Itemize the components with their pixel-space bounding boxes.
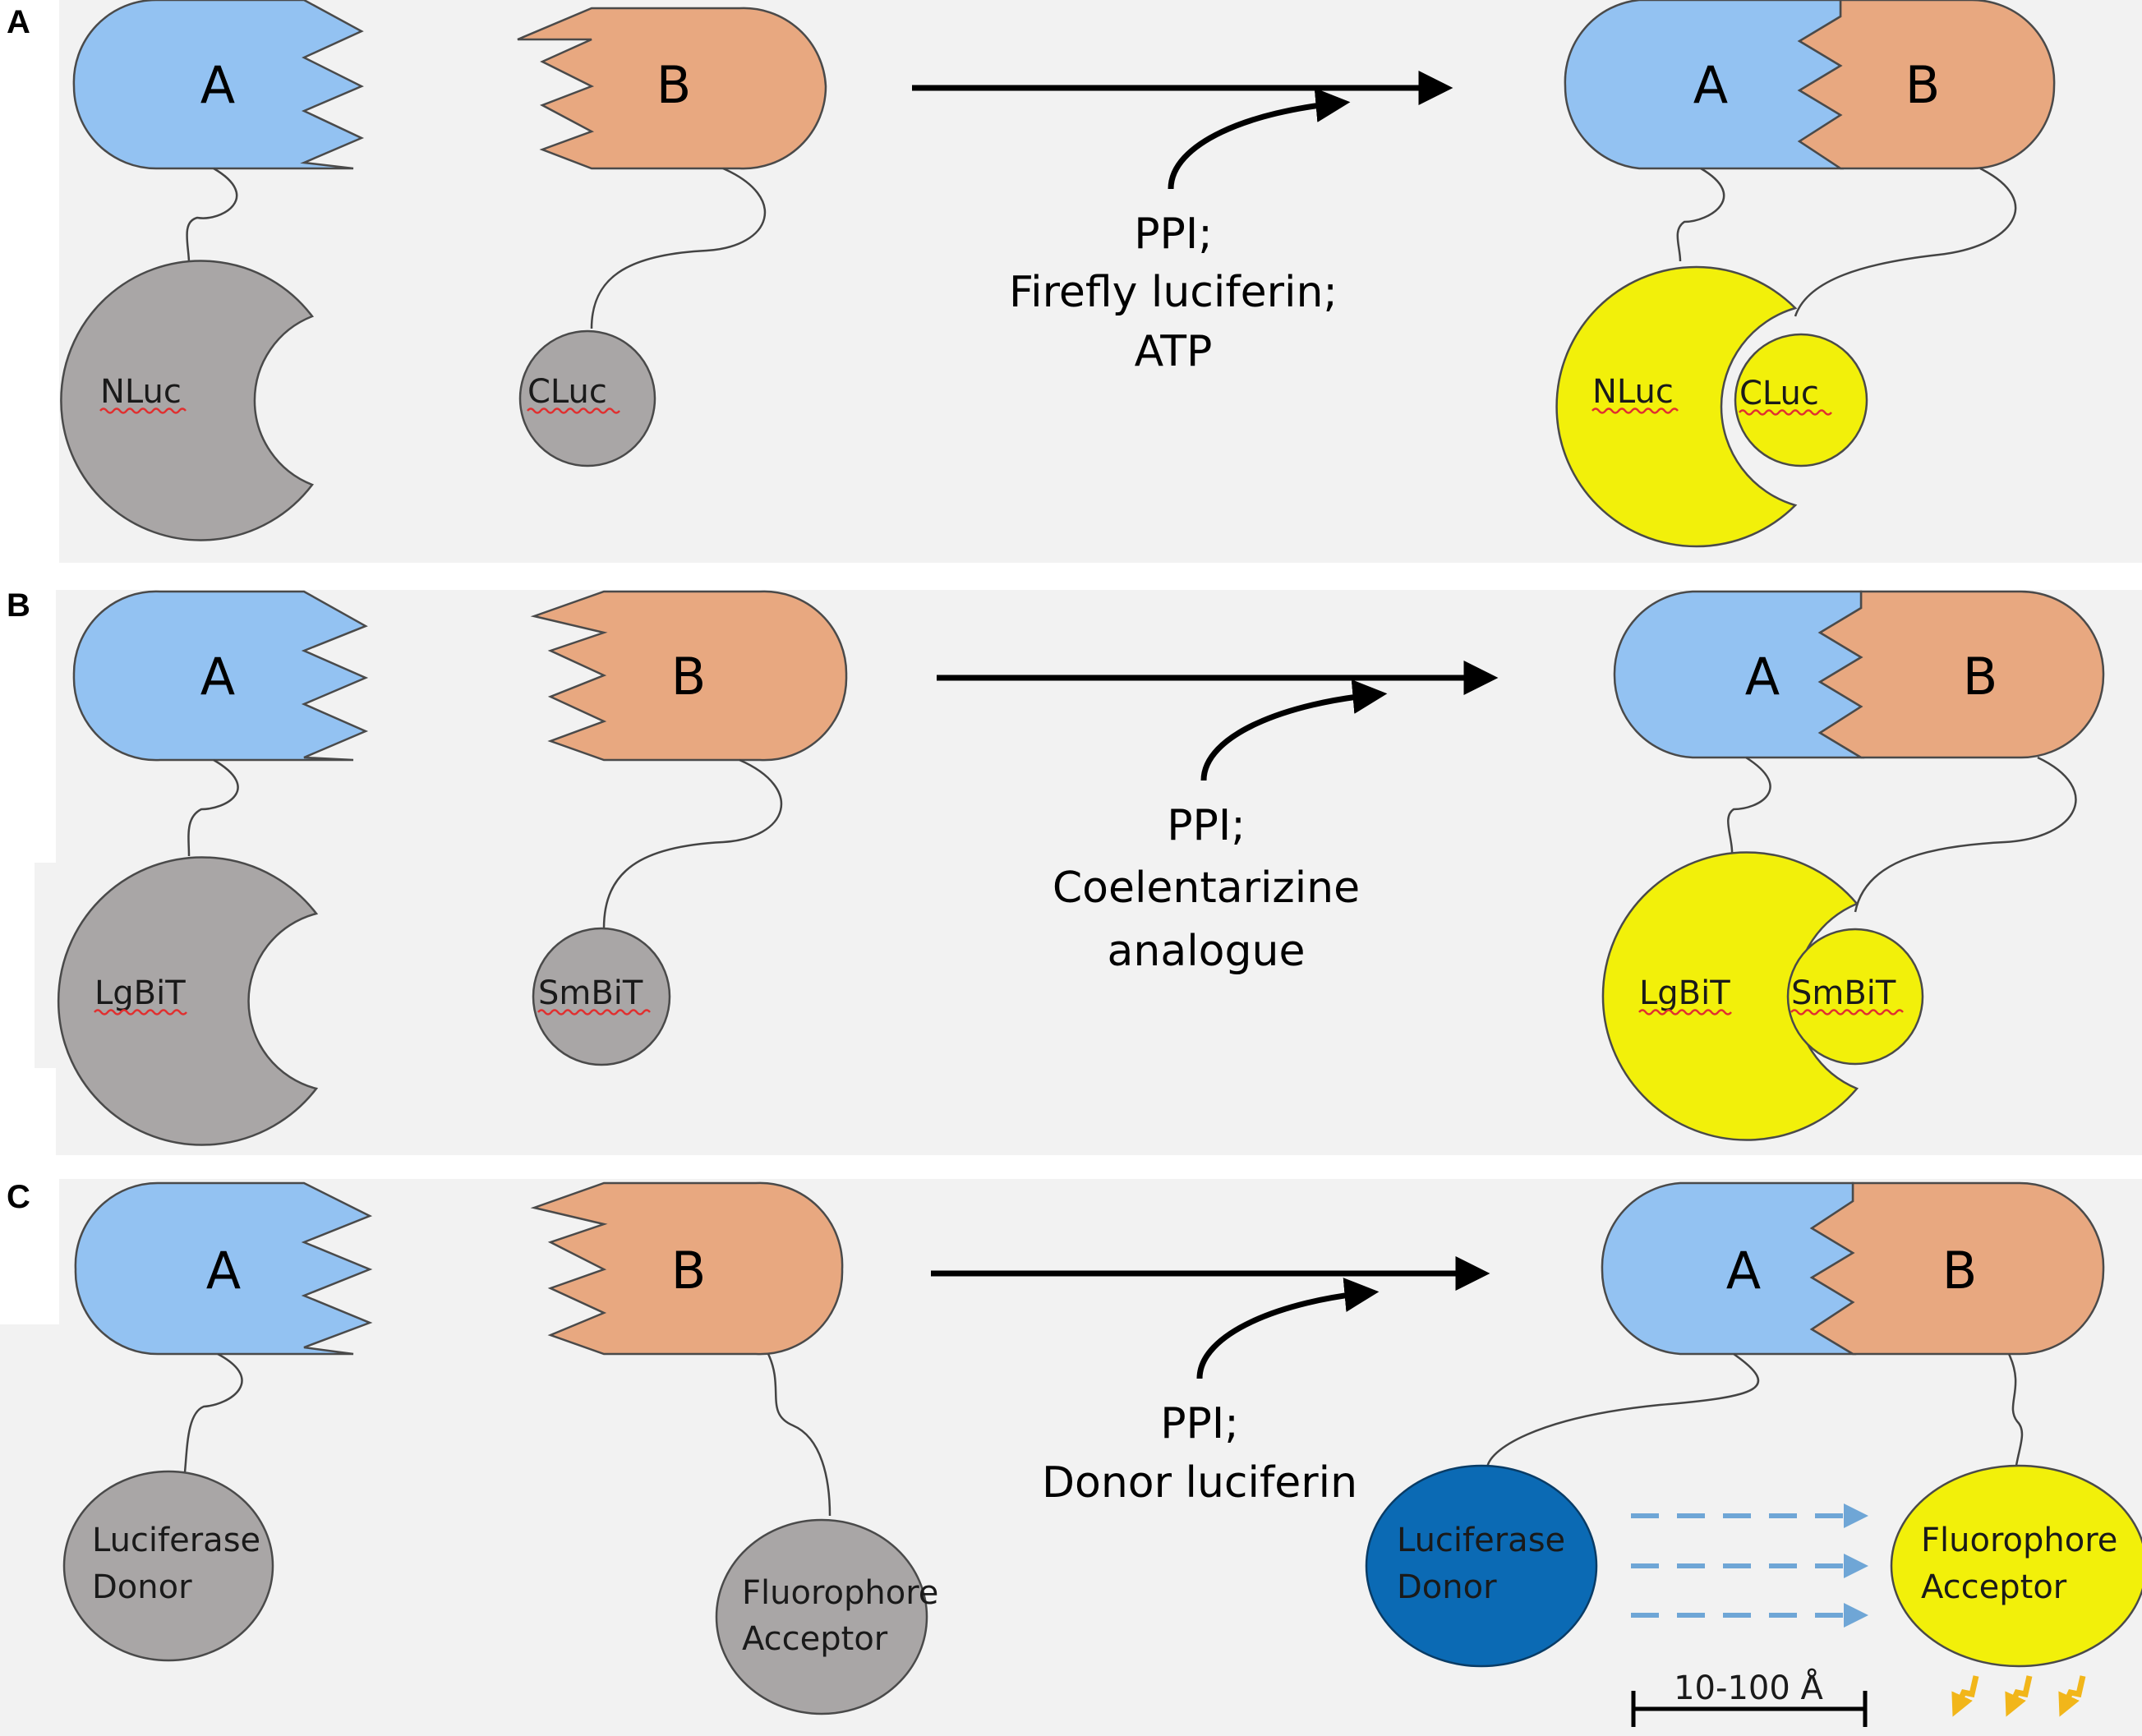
cluc-label: CLuc [527,373,607,411]
complex-lgbit-spellcheck [1638,1009,1732,1015]
condition-line-1: PPI; [1134,210,1213,259]
complex-acceptor-line-1: Fluorophore [1921,1522,2117,1559]
catalysis-arrow-b [1200,679,1388,781]
panel-b-letter: B [7,587,30,624]
emission-arrow-3 [2058,1675,2086,1717]
protein-a-shape-c [74,1181,373,1356]
complex-nluc [1555,265,1798,548]
complex-tether-b-b [1854,756,2077,913]
complex-label-b-b: B [1963,647,1998,707]
protein-b-shape-b [530,590,848,762]
complex-protein-b-c [1809,1181,2105,1356]
emission-arrow-2 [2005,1675,2033,1717]
luciferase-donor [62,1470,274,1662]
tether-b [590,167,767,329]
complex-lgbit-label: LgBiT [1639,974,1730,1012]
complex-tether-a [1676,167,1725,262]
complex-donor-line-1: Luciferase [1397,1522,1565,1559]
complex-protein-b-b [1817,590,2105,759]
tether-b-b [602,758,783,929]
panel-c: C A B Luciferase Donor Fluorophore Accep… [0,1179,2142,1736]
condition-line-2: Firefly luciferin; [1009,268,1338,317]
complex-protein-a-b [1613,590,1865,759]
complex-smbit-spellcheck [1790,1009,1904,1015]
complex-cluc [1734,333,1868,467]
protein-b-label-b: B [671,647,707,707]
fluorophore-acceptor [715,1518,928,1715]
protein-a-label: A [200,55,235,115]
protein-a-label-c: A [206,1241,241,1301]
complex-luciferase-donor [1365,1464,1598,1668]
lgbit-spellcheck [94,1009,187,1015]
complex-protein-a-c [1601,1181,1857,1356]
condition-line-2-b: Coelentarizine [1053,863,1360,913]
complex-acceptor-line-2: Acceptor [1921,1568,2067,1606]
cluc-circle [518,329,656,467]
distance-label: 10-100 Å [1674,1668,1823,1707]
complex-label-a-b: A [1745,647,1780,707]
catalysis-arrow [1168,87,1351,190]
complex-tether-a-b [1727,756,1771,859]
acceptor-label-line-1: Fluorophore [742,1574,938,1612]
nluc-spellcheck [99,408,187,414]
complex-label-b-c: B [1942,1241,1978,1301]
complex-tether-a-c [1486,1352,1760,1470]
nluc-crescent [60,260,314,541]
condition-line-1-c: PPI; [1160,1399,1239,1448]
nluc-label: NLuc [100,373,182,411]
complex-tether-b [1794,167,2017,317]
protein-b-shape-c [530,1181,844,1356]
complex-label-a: A [1693,55,1728,115]
panel-c-letter: C [7,1179,30,1215]
protein-b-label: B [656,55,692,115]
complex-smbit [1786,928,1924,1066]
smbit-circle [532,927,671,1066]
catalysis-arrow-c [1196,1278,1380,1379]
cluc-spellcheck [527,408,620,414]
condition-line-1-b: PPI; [1167,801,1246,850]
complex-cluc-label: CLuc [1739,375,1819,412]
donor-label-line-2: Donor [92,1568,192,1606]
complex-nluc-spellcheck [1592,408,1679,414]
tether-a-c [183,1352,243,1473]
panel-c-background-extension [0,1324,66,1736]
complex-label-b: B [1905,55,1941,115]
complex-donor-line-2: Donor [1397,1568,1497,1606]
condition-line-3: ATP [1135,327,1213,376]
protein-a-shape-b [72,590,369,762]
complex-label-a-c: A [1726,1241,1761,1301]
complex-smbit-label: SmBiT [1791,974,1896,1012]
smbit-spellcheck [537,1009,651,1015]
complex-protein-b [1797,0,2056,170]
protein-b-shape [517,7,827,170]
tether-a [186,167,238,264]
complex-fluorophore-acceptor [1890,1464,2142,1668]
complex-cluc-spellcheck [1739,409,1832,416]
tether-b-c [767,1353,831,1517]
smbit-label: SmBiT [538,974,643,1012]
complex-protein-a [1564,0,1845,170]
complex-nluc-label: NLuc [1592,373,1674,411]
condition-line-3-b: analogue [1108,927,1306,976]
panel-a: A A B NLuc CLuc PPI; Firefly luciferin; … [7,0,2142,563]
donor-label-line-1: Luciferase [92,1522,260,1559]
acceptor-label-line-2: Acceptor [742,1620,888,1658]
condition-line-2-c: Donor luciferin [1042,1458,1357,1508]
lgbit-label: LgBiT [94,974,186,1012]
protein-a-shape [72,0,365,170]
tether-a-b [187,758,239,857]
panel-a-letter: A [7,4,30,40]
lgbit-crescent [57,856,319,1146]
panel-b: B A B LgBiT SmBiT PPI; Coelentarizine an… [7,587,2142,1155]
emission-arrow-1 [1951,1675,1979,1717]
protein-a-label-b: A [200,647,235,707]
protein-b-label-c: B [671,1241,707,1301]
complex-tether-b-c [2007,1353,2024,1484]
panel-b-background-notch [35,863,59,1068]
